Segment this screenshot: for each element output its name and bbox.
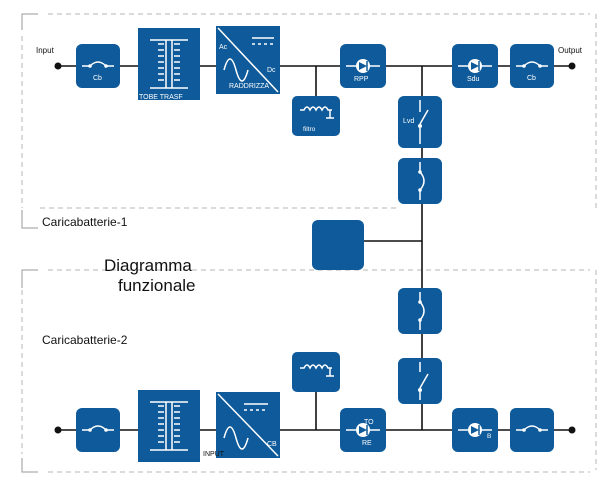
title-line-1: Diagramma [104,256,192,275]
transformer-label: TOBE TRASF [139,94,183,101]
diode-icon [458,59,492,73]
breaker-output-label: Cb [527,75,536,82]
section-label-bottom: Caricabatterie-2 [42,333,128,347]
input-terminal-bottom [54,426,62,434]
rectifier-icon [217,393,279,457]
fuse-icon [82,61,114,68]
input-label-bottom: INPUT [203,451,225,458]
lvd-2-block[interactable] [398,358,442,404]
fuse-icon [516,61,548,68]
breaker-input-block[interactable]: Cb [76,44,120,88]
sdu-2-block[interactable]: B [452,408,498,452]
rectifier-2-cb-label: CB [267,441,277,448]
rpp-block[interactable]: RPP [340,44,386,88]
rectifier-ac-label: Ac [219,44,228,51]
breaker-output-2-block[interactable] [510,408,554,452]
switch-icon [418,100,429,144]
filter-block[interactable]: filtro [292,96,340,136]
inductor-filter-icon [300,364,334,377]
filter-2-block[interactable] [292,352,340,392]
sdu-label: Sdu [467,76,480,83]
rpp-2-label-a: TO [364,419,374,426]
battery-fuse-2-block[interactable] [398,288,442,334]
diode-icon [458,423,492,437]
title-line-2: funzionale [118,276,196,295]
rectifier-dc-label: Dc [267,67,276,74]
section-label-top: Caricabatterie-1 [42,215,128,229]
rectifier-2-block[interactable]: CB [216,392,280,458]
fuse-icon [516,425,548,432]
rectifier-icon [217,27,279,93]
sdu-block[interactable]: Sdu [452,44,498,88]
output-terminal-bottom [568,426,576,434]
breaker-output-block[interactable]: Cb [510,44,554,88]
transformer-2-block[interactable] [138,390,200,462]
lvd-label: Lvd [403,118,414,125]
section-frame-top [21,13,597,229]
rectifier-block[interactable]: Ac Dc RADDRIZZA [216,26,280,94]
transformer-block[interactable]: TOBE TRASF [138,28,200,101]
fuse-icon [82,425,114,432]
diode-icon [346,59,380,73]
output-label: Output [558,46,583,55]
input-terminal [54,62,62,70]
transformer-icon [150,39,188,89]
rectifier-label: RADDRIZZA [229,83,269,90]
breaker-input-label: Cb [93,75,102,82]
input-label: Input [36,46,55,55]
breaker-input-2-block[interactable] [76,408,120,452]
battery-block[interactable] [312,220,364,270]
output-terminal [568,62,576,70]
fuse-icon [418,292,425,330]
rpp-2-label-b: RE [362,440,372,447]
sdu-2-label: B [487,433,491,440]
rpp-label: RPP [354,76,369,83]
switch-icon [418,362,429,400]
diagram-title: Diagramma funzionale [104,256,196,295]
transformer-icon [150,401,188,451]
battery-fuse-1-block[interactable] [398,158,442,204]
inductor-filter-icon [300,106,334,119]
lvd-block[interactable]: Lvd [398,96,442,148]
fuse-icon [418,162,425,200]
filter-label: filtro [303,126,316,133]
rpp-2-block[interactable]: TO RE [340,408,386,452]
diode-icon [346,423,380,437]
